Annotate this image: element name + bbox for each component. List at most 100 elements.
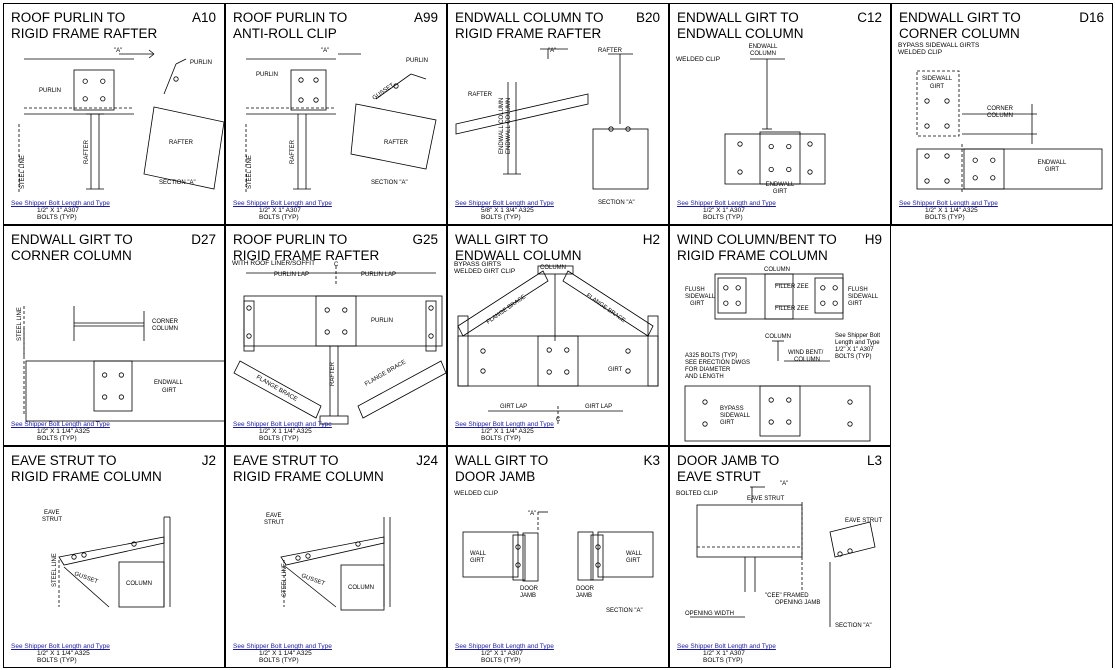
shipper-bolt-link[interactable]: See Shipper Bolt Length and Type	[11, 200, 110, 207]
drawing-label: CORNER	[152, 319, 179, 325]
drawing-label: GIRT	[470, 558, 485, 564]
flange-brace	[357, 360, 446, 419]
shipper-bolt-link[interactable]: See Shipper Bolt Length and Type	[233, 421, 332, 428]
bolt-hole	[324, 307, 330, 313]
bolt-qty: BOLTS (TYP)	[703, 657, 743, 664]
drawing-label: EAVE	[44, 510, 60, 516]
bolt-hole	[944, 98, 950, 104]
drawing-label: COLUMN	[987, 113, 1013, 119]
drawing-label: WALL	[626, 551, 643, 557]
bolt-qty: BOLTS (TYP)	[481, 435, 521, 442]
rafter	[455, 93, 589, 135]
flange-brace	[233, 360, 322, 419]
bolt-spec: 1/2" X 1 1/4" A325	[259, 428, 312, 435]
drawing-label: ENDWALL	[154, 380, 183, 386]
drawing-label: RAFTER	[290, 139, 296, 164]
drawing-label: EAVE	[266, 513, 282, 519]
drawing-label: SEE ERECTION DWGS	[685, 360, 750, 366]
bolt-spec: 1/2" X 1 1/4" A325	[481, 428, 534, 435]
drawing-label: C	[334, 262, 339, 268]
bolt-hole	[313, 77, 319, 83]
member-line	[175, 58, 187, 65]
bolt-hole	[768, 419, 774, 425]
bolt-hole	[428, 305, 434, 311]
shipper-bolt-link[interactable]: See Shipper Bolt Length and Type	[677, 643, 776, 650]
bolt-hole	[735, 300, 741, 306]
drawing-label: AND LENGTH	[685, 374, 724, 380]
drawing-label: FLUSH	[685, 287, 705, 293]
shipper-bolt-link[interactable]: See Shipper Bolt Length and Type	[233, 200, 332, 207]
drawing-label: COLUMN	[348, 585, 374, 591]
drawing-label: GIRT LAP	[585, 404, 612, 410]
detail-code: H9	[864, 232, 882, 247]
detail-title: ROOF PURLIN TO ANTI-ROLL CLIP	[233, 10, 348, 41]
shipper-bolt-link[interactable]: See Shipper Bolt Length and Type	[233, 643, 332, 650]
shipper-bolt-link[interactable]: See Shipper Bolt Length and Type	[455, 643, 554, 650]
drawing-label: STEEL LINE	[52, 553, 58, 587]
bolt-hole	[82, 78, 88, 84]
end-plate	[425, 300, 437, 352]
drawing-label: ENDWALL	[766, 182, 795, 188]
drawing-label: WALL	[470, 551, 487, 557]
clip	[590, 534, 604, 581]
drawing-label: SIDEWALL	[685, 294, 716, 300]
drawing-label: SIDEWALL	[922, 76, 953, 82]
bolt-qty: BOLTS (TYP)	[481, 657, 521, 664]
bolt-qty: BOLTS (TYP)	[925, 214, 965, 221]
bolt-hole	[924, 123, 930, 129]
bolt-qty: BOLTS (TYP)	[259, 214, 299, 221]
shipper-bolt-link[interactable]: See Shipper Bolt Length and Type	[11, 643, 110, 650]
bolt-hole	[924, 98, 930, 104]
bolt-hole	[972, 175, 978, 181]
bolt-spec: 1/2" X 1 1/4" A325	[925, 207, 978, 214]
drawing-label: EAVE STRUT	[747, 496, 785, 502]
drawing-label: SECTION "A"	[159, 180, 196, 186]
shipper-bolt-link[interactable]: See Shipper Bolt Length and Type	[899, 200, 998, 207]
bolt-hole	[786, 166, 792, 173]
bolt-hole	[847, 399, 853, 405]
bolt-hole	[625, 368, 631, 374]
drawing-label: "CEE" FRAMED	[765, 593, 809, 599]
shipper-bolt-link[interactable]: See Shipper Bolt Length and Type	[677, 200, 776, 207]
bolt-hole	[342, 307, 348, 313]
bolt-hole	[295, 555, 301, 561]
detail-title: ROOF PURLIN TO RIGID FRAME RAFTER	[233, 232, 380, 263]
detail-code: B20	[635, 10, 660, 25]
eave-strut	[58, 536, 165, 566]
bolt-qty: BOLTS (TYP)	[481, 214, 521, 221]
drawing-label: GIRT LAP	[500, 404, 527, 410]
bolt-hole	[847, 421, 853, 427]
bolt-hole	[990, 157, 996, 163]
drawing-label: STEEL LINE	[247, 155, 253, 189]
door-jamb	[522, 532, 539, 582]
detail-title: WIND COLUMN/BENT TO RIGID FRAME COLUMN	[677, 232, 837, 263]
bolt-spec: 1/2" X 1" A307	[703, 650, 745, 657]
shipper-bolt-link[interactable]: See Shipper Bolt Length and Type	[11, 421, 110, 428]
drawing-label: A325 BOLTS (TYP)	[685, 353, 737, 359]
bolt-spec: 1/2" X 1" A307	[703, 207, 745, 214]
drawing-label: COLUMN	[540, 265, 566, 271]
drawing-label: GUSSET	[372, 82, 396, 101]
bolt-hole	[723, 285, 729, 291]
drawing-label: FLANGE BRACE	[585, 293, 626, 325]
shipper-bolt-link[interactable]: See Shipper Bolt Length and Type	[455, 421, 554, 428]
bolt-hole	[564, 369, 570, 375]
drawing-label: JAMB	[576, 593, 592, 599]
bolt-qty: BOLTS (TYP)	[703, 214, 743, 221]
bolt-hole	[595, 562, 601, 568]
drawing-label: RAFTER	[169, 140, 194, 146]
bolt-hole	[102, 394, 108, 400]
bolt-qty: BOLTS (TYP)	[259, 435, 299, 442]
bolt-spec: 1/2" X 1" A307	[259, 207, 301, 214]
empty-panel	[891, 225, 1113, 668]
drawing-label: FLANGE BRACE	[364, 359, 407, 387]
drawing-label: OPENING WIDTH	[685, 611, 734, 617]
shipper-bolt-link[interactable]: See Shipper Bolt Length and Type	[455, 200, 554, 207]
drawing-label: EAVE STRUT	[845, 518, 883, 524]
